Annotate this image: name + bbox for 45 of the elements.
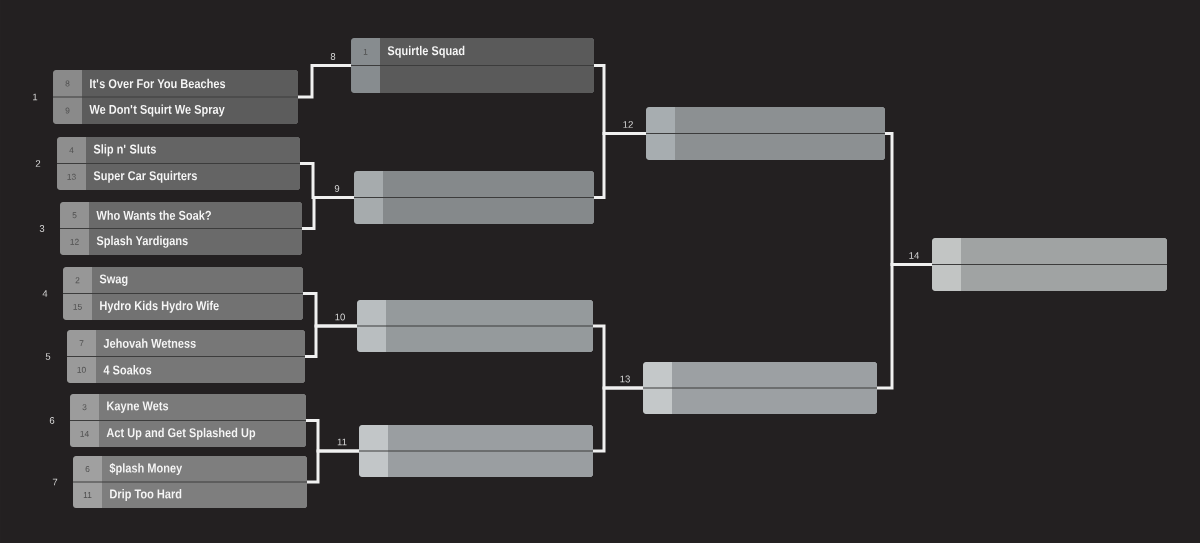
team-name: Super Car Squirters [93, 170, 197, 183]
seed-number: 10 [77, 366, 86, 373]
match-number: 5 [45, 353, 51, 360]
team-name: Splash Yardigans [96, 235, 188, 248]
match-number: 6 [49, 417, 55, 424]
team-name: 4 Soakos [103, 365, 152, 375]
team-name: Drip Too Hard [110, 489, 182, 501]
team-name: $plash Money [109, 462, 183, 476]
match-number: 4 [42, 290, 48, 297]
match-number: 10 [335, 313, 345, 321]
team-name: Hydro Kids Hydro Wife [100, 300, 219, 313]
team-name: Kayne Wets [107, 401, 169, 413]
bracket-line [302, 196, 354, 230]
seed-number: 11 [83, 492, 92, 498]
match-number: 8 [330, 53, 336, 60]
team-name: Act Up and Get Splashed Up [106, 427, 256, 440]
bracket-line [298, 64, 351, 99]
team-name: It's Over For You Beaches [90, 78, 226, 89]
team-name: Slip n' Sluts [93, 144, 156, 157]
match-number: 2 [35, 160, 41, 167]
bracket-line [877, 263, 932, 390]
team-name: We Don't Squirt We Spray [89, 104, 225, 117]
seed-number: 2 [75, 277, 80, 284]
team-name: Squirtle Squad [387, 45, 465, 58]
seed-number: 15 [73, 303, 82, 310]
match-number: 7 [52, 478, 58, 486]
seed-number: 7 [79, 340, 84, 347]
team-name: Jehovah Wetness [103, 338, 196, 348]
seed-number: 1 [363, 48, 368, 55]
seed-number: 3 [82, 404, 87, 411]
match-number: 14 [909, 252, 920, 259]
bracket-line [593, 386, 643, 453]
bracket-line [305, 324, 357, 358]
match-number: 13 [620, 375, 630, 383]
match-number: 12 [623, 121, 633, 128]
bracket-line [307, 449, 359, 484]
match-number: 9 [334, 185, 340, 192]
match-number: 11 [337, 438, 347, 446]
team-name: Who Wants the Soak? [96, 210, 211, 220]
seed-number: 6 [85, 466, 90, 472]
seed-number: 14 [80, 430, 89, 437]
match-number: 3 [39, 225, 45, 232]
team-name: Swag [99, 274, 128, 286]
match-number: 1 [33, 93, 38, 101]
bracket-line [594, 132, 646, 199]
